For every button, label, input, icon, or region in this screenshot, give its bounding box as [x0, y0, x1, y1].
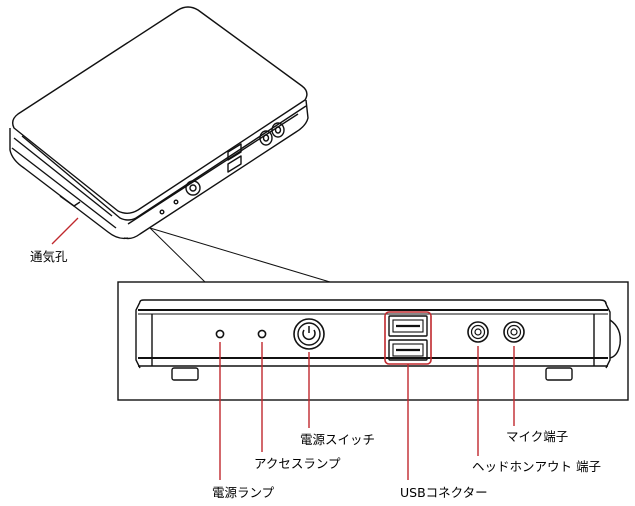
label-power-lamp: 電源ランプ	[212, 485, 275, 500]
label-vent: 通気孔	[30, 249, 68, 264]
mic-jack	[503, 321, 525, 343]
iso-headphone-jack	[259, 130, 273, 146]
vent-callout-line	[51, 217, 79, 245]
device-front-view	[135, 299, 621, 381]
usb-port-bottom	[388, 339, 428, 361]
front-panel-ports	[215, 315, 525, 361]
label-mic-jack: マイク端子	[506, 429, 569, 444]
callouts	[219, 311, 515, 480]
zoom-lines	[149, 227, 331, 283]
iso-lamp-1	[159, 209, 165, 215]
power-symbol-icon	[302, 329, 316, 340]
foot-right	[545, 367, 573, 381]
label-power-switch: 電源スイッチ	[300, 432, 376, 447]
iso-usb-1	[227, 143, 242, 161]
iso-lamp-2	[173, 199, 179, 205]
label-headphone-jack: ヘッドホンアウト 端子	[472, 459, 601, 474]
headphone-jack	[467, 321, 489, 343]
device-isometric	[9, 6, 309, 240]
label-access-lamp: アクセスランプ	[254, 456, 341, 471]
device-front-side	[123, 99, 309, 240]
device-top-surface	[11, 6, 308, 214]
usb-port-top	[388, 315, 428, 337]
label-usb-connector: USBコネクター	[400, 485, 488, 500]
foot-left	[171, 367, 199, 381]
power-lamp	[215, 329, 225, 339]
iso-mic-jack	[271, 122, 285, 138]
access-lamp	[257, 329, 267, 339]
iso-power-button	[185, 180, 201, 196]
iso-usb-2	[227, 155, 242, 173]
power-switch	[293, 318, 325, 350]
zoom-box	[117, 281, 629, 401]
device-left-side	[9, 128, 129, 240]
